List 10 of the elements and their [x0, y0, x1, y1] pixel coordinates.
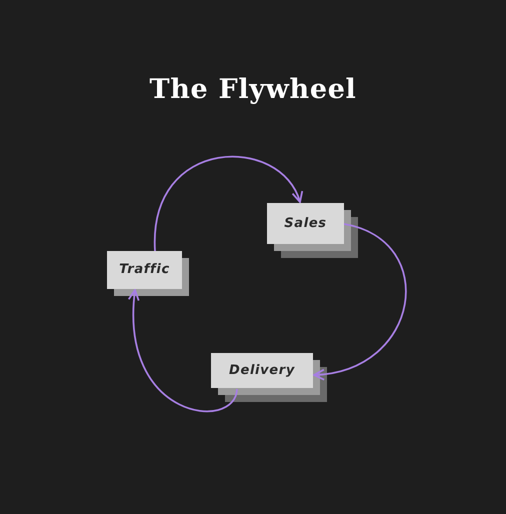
node-label: Traffic [119, 261, 170, 280]
node-label: Sales [284, 214, 327, 233]
process-box [107, 251, 182, 289]
node-label: Delivery [229, 362, 295, 380]
process-box [267, 203, 344, 244]
curved-arrow [154, 156, 302, 252]
curved-arrow [313, 223, 407, 380]
title: The Flywheel [149, 73, 356, 107]
process-box [211, 353, 313, 388]
curved-arrow [128, 289, 238, 412]
